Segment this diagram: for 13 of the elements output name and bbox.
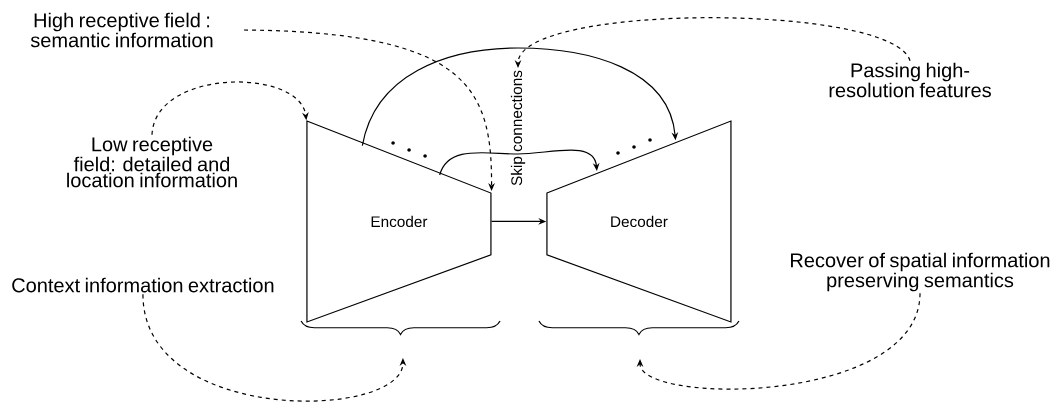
annotation-text: Recover of spatial information preserving semantics [791, 252, 1050, 292]
leader-arrow [636, 292, 921, 390]
annotation-text: High receptive field : semantic information [30, 12, 213, 48]
skip-arrow [361, 47, 679, 147]
decoder-trapezoid: Decoder [546, 120, 732, 323]
encoder-trapezoid: Encoder [306, 120, 492, 323]
annotation-text: Passing high-resolution features [829, 62, 991, 98]
annotation-text: Low receptive field: detailed and location information [67, 136, 237, 188]
vertical-label: Skip connections [510, 70, 526, 186]
skip-arrow [439, 149, 600, 176]
annotation-text: Context information extraction [12, 277, 274, 293]
leader-arrow [151, 81, 309, 136]
leader-arrow [243, 29, 495, 191]
